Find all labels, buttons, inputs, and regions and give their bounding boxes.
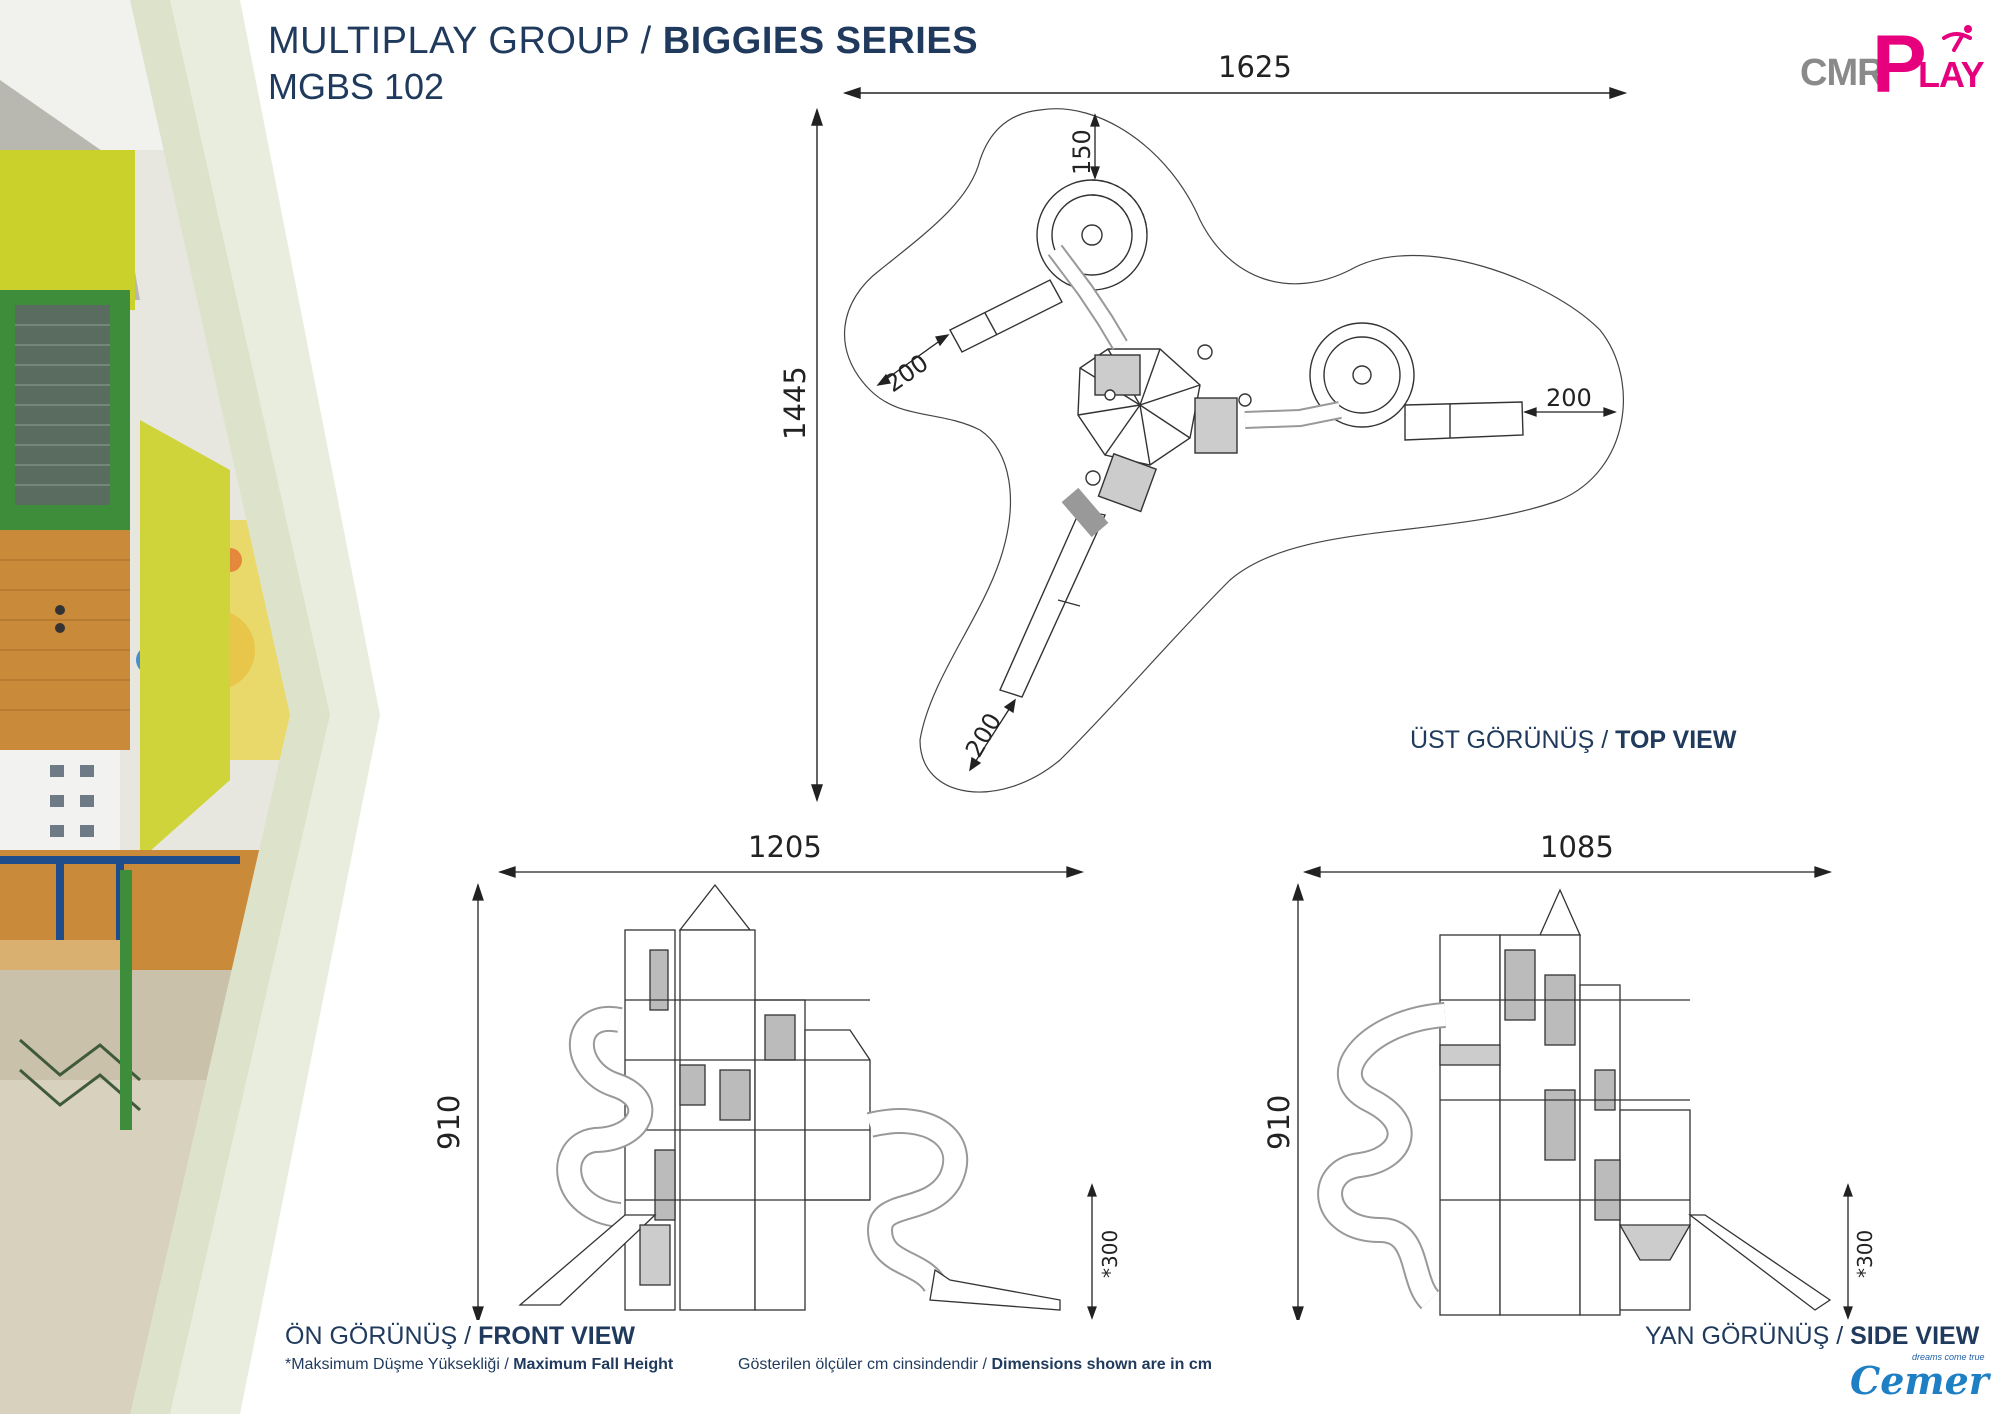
fall-height-note: *Maksimum Düşme Yüksekliği / Maximum Fal… — [285, 1356, 674, 1373]
front-height-dimension — [472, 882, 484, 1320]
logo-lay: LAY — [1918, 54, 1985, 95]
side-view-label: YAN GÖRÜNÜŞ / SIDE VIEW — [1645, 1322, 1980, 1350]
tower-clearance-label: 150 — [1068, 129, 1096, 175]
spiral-slide-right — [1244, 322, 1415, 429]
running-person-icon — [1942, 25, 1972, 52]
front-view-label: ÖN GÖRÜNÜŞ / FRONT VIEW — [285, 1322, 636, 1350]
side-right-straight-slide — [1688, 1214, 1832, 1311]
side-fall-dimension — [1843, 1183, 1853, 1320]
front-fall-dimension — [1087, 1183, 1097, 1320]
top-view-label: ÜST GÖRÜNÜŞ / TOP VIEW — [1410, 726, 1737, 754]
clearance-arrows — [876, 113, 1617, 772]
front-left-straight-slide — [518, 1214, 657, 1306]
slide-clearance-right-label: 200 — [1546, 384, 1592, 412]
title-prefix: MULTIPLAY GROUP / — [268, 20, 663, 62]
front-view-drawing — [472, 866, 1097, 1320]
page-title: MULTIPLAY GROUP / BIGGIES SERIES — [268, 20, 978, 63]
top-width-dimension — [842, 87, 1628, 99]
side-width-dimension — [1302, 866, 1833, 878]
cemer-tagline: dreams come true — [1912, 1352, 1985, 1362]
front-width-label: 1205 — [748, 830, 822, 864]
side-view-drawing — [1292, 866, 1853, 1320]
front-height-label: 910 — [432, 1094, 466, 1150]
straight-slide-bottom — [999, 487, 1109, 698]
straight-slide-right — [1404, 401, 1524, 441]
front-fall-height-label: *300 — [1098, 1229, 1122, 1278]
side-height-dimension — [1292, 882, 1304, 1320]
cemer-logo: dreams come true Cemer — [1850, 1352, 1990, 1408]
title-series: BIGGIES SERIES — [662, 20, 979, 62]
safety-zone-outline — [844, 108, 1624, 793]
units-note: Gösterilen ölçüler cm cinsindendir / Dim… — [738, 1356, 1212, 1373]
top-width-label: 1625 — [1218, 50, 1292, 84]
top-depth-label: 1445 — [778, 366, 812, 440]
side-tower-structure — [1439, 888, 1692, 1316]
spiral-slide-top-left — [1036, 179, 1148, 350]
side-fall-height-label: *300 — [1853, 1229, 1877, 1278]
side-height-label: 910 — [1262, 1094, 1296, 1150]
photo-panel — [0, 0, 380, 1414]
central-tower-top — [1077, 344, 1252, 513]
model-code: MGBS 102 — [268, 66, 445, 107]
cmrplay-logo: CMR P LAY — [1800, 24, 1985, 110]
cemer-wordmark: Cemer — [1850, 1358, 1989, 1403]
logo-cmr: CMR — [1800, 52, 1885, 94]
top-view-drawing — [811, 87, 1628, 803]
side-width-label: 1085 — [1540, 830, 1614, 864]
straight-slide-top-left — [949, 279, 1063, 353]
logo-p: P — [1872, 19, 1927, 110]
top-depth-dimension — [811, 107, 823, 803]
front-width-dimension — [497, 866, 1085, 878]
